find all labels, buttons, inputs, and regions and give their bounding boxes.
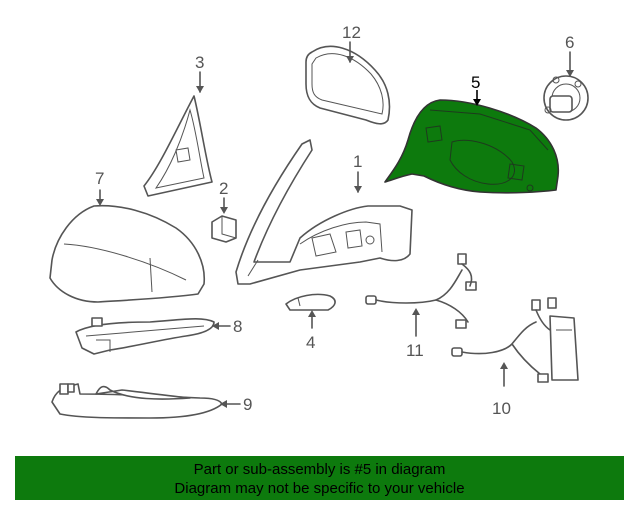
callout-2[interactable]: 2	[219, 179, 228, 198]
callout-6[interactable]: 6	[565, 33, 574, 52]
arrow-11	[412, 308, 420, 315]
parts-diagram: 12 6 5 3 2	[49, 23, 589, 419]
part-6-mirror-motor[interactable]	[543, 75, 589, 121]
arrow-5	[473, 99, 481, 106]
arrow-2	[220, 207, 228, 214]
part-11-wire-harness[interactable]	[365, 253, 477, 329]
banner-line-1: Part or sub-assembly is #5 in diagram	[193, 461, 446, 478]
info-banner: Part or sub-assembly is #5 in diagram Di…	[15, 456, 624, 500]
part-7-mirror-cap[interactable]	[49, 204, 206, 303]
arrow-1	[354, 186, 362, 193]
arrow-4	[308, 310, 316, 317]
part-12-mirror-glass[interactable]	[305, 45, 391, 125]
callout-4[interactable]: 4	[306, 333, 315, 352]
callout-10[interactable]: 10	[492, 399, 511, 418]
callout-3[interactable]: 3	[195, 53, 204, 72]
arrow-8	[212, 322, 219, 330]
part-3-sail-cover[interactable]	[143, 95, 213, 197]
arrow-7	[96, 199, 104, 206]
part-1-mirror-assembly[interactable]	[235, 139, 413, 285]
callout-1[interactable]: 1	[353, 152, 362, 171]
callout-11[interactable]: 11	[406, 341, 424, 360]
arrow-3	[196, 86, 204, 93]
arrow-6	[566, 70, 574, 77]
part-8-turn-signal[interactable]	[75, 317, 215, 355]
callout-8[interactable]: 8	[233, 317, 242, 336]
part-10-harness-module[interactable]	[451, 297, 579, 383]
part-9-lower-trim[interactable]	[51, 383, 223, 419]
part-2-clip[interactable]	[211, 215, 237, 243]
part-5-mirror-housing[interactable]	[384, 99, 560, 194]
callout-5[interactable]: 5	[471, 73, 480, 92]
arrow-10	[500, 362, 508, 369]
callout-9[interactable]: 9	[243, 395, 252, 414]
arrow-9	[220, 400, 227, 408]
arrow-12	[346, 56, 354, 63]
callout-12[interactable]: 12	[342, 23, 361, 42]
part-4-cover-plate[interactable]	[285, 293, 336, 311]
banner-line-2: Diagram may not be specific to your vehi…	[174, 480, 465, 497]
callout-7[interactable]: 7	[95, 169, 104, 188]
